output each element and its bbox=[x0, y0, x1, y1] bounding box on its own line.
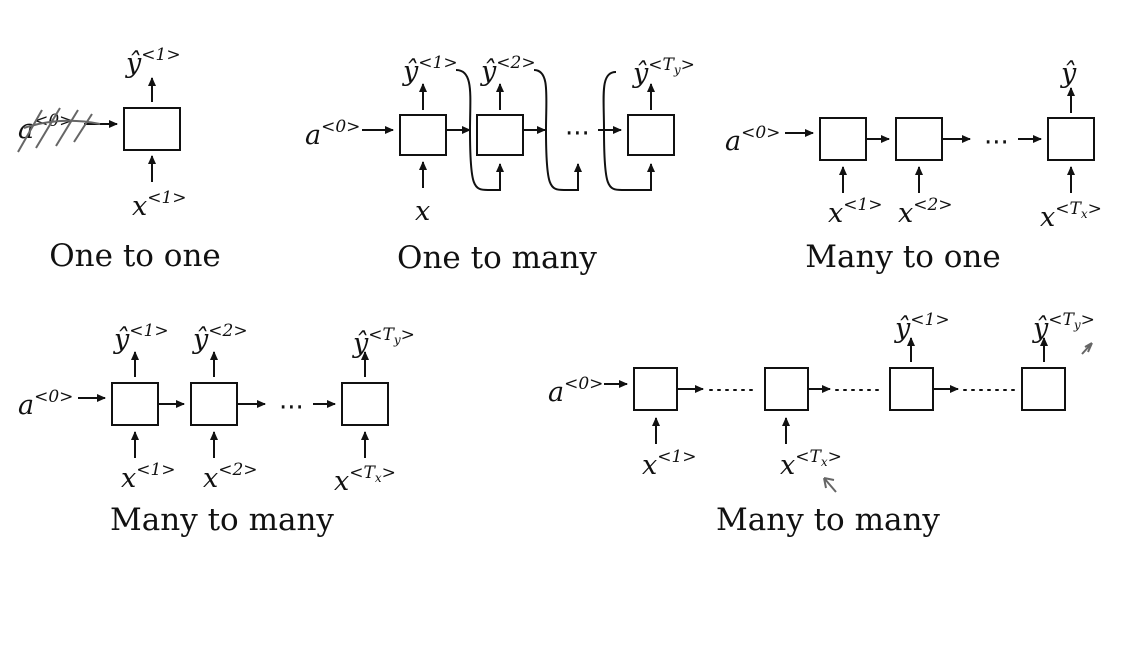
caption-many-to-many-1: Many to many bbox=[110, 502, 334, 538]
x-label: x bbox=[415, 196, 430, 227]
ellipsis: ··· bbox=[984, 128, 1009, 158]
decoder-cell bbox=[1021, 367, 1066, 411]
x-2-label: x<2> bbox=[898, 195, 953, 229]
x-t-label: x<Tx> bbox=[1040, 199, 1102, 233]
panel-many-to-one: ··· a<0> ŷ x<1> x<2> x<Tx> Many to one bbox=[725, 58, 1102, 275]
rnn-cell bbox=[627, 114, 675, 156]
feedback-arrow bbox=[602, 71, 655, 191]
panel-one-to-many: ··· a<0> x ŷ<1> ŷ<2> ŷ<Ty> One to many bbox=[305, 53, 695, 276]
y-hat-1-label: ŷ<1> bbox=[113, 321, 169, 355]
strike-through-scribble bbox=[17, 107, 101, 153]
x-1-label: x<1> bbox=[828, 195, 883, 229]
y-hat-t-label: ŷ<Ty> bbox=[352, 325, 415, 359]
caption-one-to-one: One to one bbox=[49, 238, 221, 274]
a0-label: a<0> bbox=[725, 123, 780, 157]
a0-label: a<0> bbox=[305, 117, 360, 151]
rnn-cell bbox=[123, 107, 181, 151]
x-label: x<1> bbox=[132, 188, 187, 222]
encoder-cell bbox=[633, 367, 678, 411]
x-1-label: x<1> bbox=[642, 447, 697, 481]
panel-many-to-many-encoder-decoder: a<0> x<1> x<Tx> ŷ<1> ŷ<Ty> Many to many bbox=[548, 310, 1095, 538]
decoder-cell bbox=[889, 367, 934, 411]
panel-many-to-many-equal: ··· a<0> ŷ<1> ŷ<2> ŷ<Ty> x<1> x<2> x<Tx>… bbox=[18, 321, 415, 538]
y-hat-1-label: ŷ<1> bbox=[894, 310, 950, 344]
rnn-cell bbox=[341, 382, 389, 426]
encoder-cell bbox=[764, 367, 809, 411]
feedback-arrow bbox=[455, 69, 504, 191]
caption-one-to-many: One to many bbox=[397, 240, 597, 276]
x-t-label: x<Tx> bbox=[334, 463, 396, 497]
y-hat-1-label: ŷ<1> bbox=[402, 53, 458, 87]
ellipsis: ··· bbox=[565, 119, 590, 149]
caption-many-to-one: Many to one bbox=[805, 239, 1001, 275]
rnn-cell bbox=[895, 117, 943, 161]
x-2-label: x<2> bbox=[203, 460, 258, 494]
a0-label: a<0> bbox=[548, 374, 603, 408]
panel-one-to-one: ŷ<1> x<1> a<0> One to one bbox=[17, 45, 221, 274]
rnn-cell bbox=[399, 114, 447, 156]
y-hat-2-label: ŷ<2> bbox=[480, 53, 536, 87]
y-hat-label: ŷ<1> bbox=[125, 45, 181, 79]
rnn-cell bbox=[476, 114, 524, 156]
rnn-cell bbox=[819, 117, 867, 161]
y-hat-t-label: ŷ<Ty> bbox=[632, 55, 695, 89]
rnn-cell bbox=[1047, 117, 1095, 161]
rnn-cell bbox=[111, 382, 159, 426]
feedback-arrow bbox=[533, 69, 582, 191]
y-hat-2-label: ŷ<2> bbox=[192, 321, 248, 355]
ellipsis: ··· bbox=[279, 393, 304, 423]
y-hat-t-label: ŷ<Ty> bbox=[1032, 310, 1095, 344]
x-1-label: x<1> bbox=[121, 460, 176, 494]
handwritten-arrow-mark bbox=[1081, 342, 1093, 355]
handwritten-arrow-mark bbox=[823, 477, 837, 493]
x-t-label: x<Tx> bbox=[780, 447, 842, 481]
a0-label: a<0> bbox=[18, 387, 73, 421]
y-hat-label: ŷ bbox=[1060, 58, 1077, 89]
rnn-cell bbox=[190, 382, 238, 426]
caption-many-to-many-2: Many to many bbox=[716, 502, 940, 538]
